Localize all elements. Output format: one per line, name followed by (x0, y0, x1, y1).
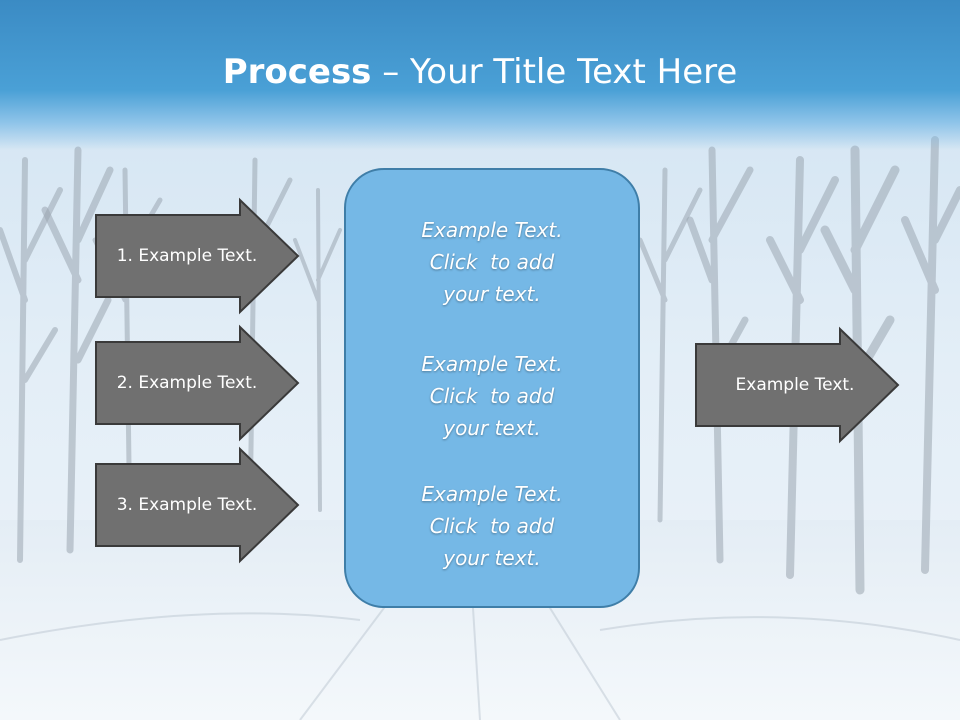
arrow-label-1: 1. Example Text. (116, 246, 258, 266)
right-arrow-shape (95, 324, 300, 442)
center-text-line: Click to add (429, 514, 555, 538)
center-text-block-2[interactable]: Example Text. Click to add your text. (346, 348, 638, 444)
title-rest-part: – Your Title Text Here (371, 52, 738, 92)
slide-title[interactable]: Process – Your Title Text Here (0, 52, 960, 92)
title-bold-part: Process (222, 52, 372, 92)
output-arrow-label: Example Text. (735, 375, 855, 395)
right-arrow-shape (95, 197, 300, 315)
center-text-line: your text. (443, 282, 541, 306)
output-arrow[interactable]: Example Text. (695, 326, 900, 444)
center-text-block-3[interactable]: Example Text. Click to add your text. (346, 478, 638, 574)
process-arrow-1[interactable]: 1. Example Text. (95, 197, 300, 315)
process-arrow-3[interactable]: 3. Example Text. (95, 446, 300, 564)
right-arrow-shape (95, 446, 300, 564)
center-text-line: your text. (443, 416, 541, 440)
center-text-line: Example Text. (421, 482, 563, 506)
title-banner (0, 0, 960, 150)
right-arrow-shape (695, 326, 900, 444)
arrow-label-3: 3. Example Text. (116, 495, 258, 515)
center-text-line: Example Text. (421, 352, 563, 376)
center-text-box[interactable]: Example Text. Click to add your text. Ex… (344, 168, 640, 608)
center-text-block-1[interactable]: Example Text. Click to add your text. (346, 214, 638, 310)
center-text-line: your text. (443, 546, 541, 570)
arrow-label-2: 2. Example Text. (116, 373, 258, 393)
center-text-line: Example Text. (421, 218, 563, 242)
center-text-line: Click to add (429, 384, 555, 408)
center-text-line: Click to add (429, 250, 555, 274)
process-arrow-2[interactable]: 2. Example Text. (95, 324, 300, 442)
